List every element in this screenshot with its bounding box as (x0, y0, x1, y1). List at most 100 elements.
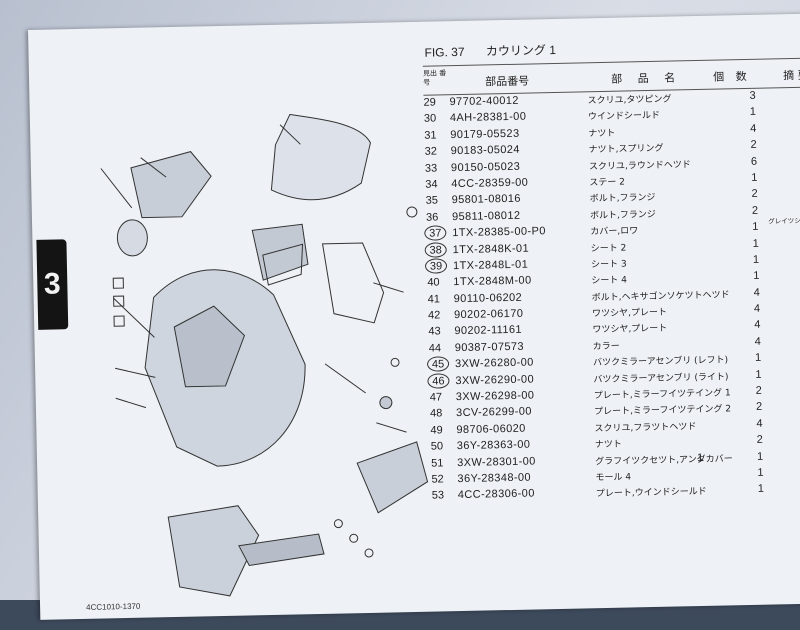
row-ref: 50 (430, 440, 444, 453)
row-qty: 4 (754, 335, 761, 348)
row-qty: 2 (750, 138, 757, 152)
row-part-name: シート 4 (591, 275, 628, 287)
row-part-no: 1TX-2848M-00 (453, 274, 532, 289)
row-ref: 43 (428, 325, 441, 339)
row-part-no: 3XW-26280-00 (454, 356, 534, 371)
row-part-no: 1TX-28385-00-P0 (452, 225, 546, 240)
row-ref: 53 (431, 489, 445, 503)
row-part-no: 36Y-28363-00 (456, 438, 531, 453)
row-part-name: ウインドシールド (587, 111, 661, 123)
row-qty: 2 (751, 204, 759, 217)
header-ref: 見出 番号 (422, 69, 447, 87)
row-part-no: 4CC-28306-00 (457, 487, 535, 502)
row-qty: 1 (755, 368, 762, 381)
exploded-parts-diagram (100, 113, 429, 597)
row-part-name: ボルト,フランジ (589, 193, 656, 205)
row-ref: 39 (424, 258, 448, 274)
header-remarks: 摘 要 (782, 68, 800, 83)
row-part-name: ワツシヤ,プレート (592, 324, 668, 336)
row-part-name: モール 4 (595, 472, 632, 484)
row-part-name: バツクミラーアセンブリ (ライト) (593, 372, 729, 385)
row-qty: 1 (752, 237, 759, 250)
row-qty: 4 (753, 302, 761, 315)
row-ref: 47 (429, 391, 443, 404)
header-qty: 個 数 (713, 69, 751, 84)
row-qty: 1 (757, 483, 765, 496)
row-qty: 1 (749, 106, 757, 119)
row-part-no: 95811-08012 (451, 209, 521, 223)
row-ref: 30 (423, 112, 437, 126)
figure-title: FIG. 37 カウリング 1 (424, 41, 574, 61)
row-ref: 41 (427, 293, 441, 306)
row-ref: 44 (428, 342, 442, 355)
row-part-no: 3XW-28301-00 (457, 455, 536, 469)
row-ref: 51 (431, 456, 444, 470)
row-qty: 4 (754, 319, 761, 332)
row-part-name: ステー 2 (589, 177, 626, 189)
row-qty: 3 (749, 89, 756, 102)
row-ref: 46 (427, 372, 450, 389)
row-ref: 29 (423, 96, 436, 109)
row-qty: 1 (752, 253, 760, 266)
row-ref: 35 (425, 194, 439, 208)
row-qty: 2 (755, 401, 763, 414)
row-part-no: 90150-05023 (450, 160, 521, 174)
row-qty: 4 (753, 286, 760, 299)
row-part-no: 95801-08016 (451, 193, 522, 207)
row-qty: 2 (756, 433, 763, 447)
row-part-name: ワツシヤ,プレート (591, 307, 668, 320)
row-qty: 4 (756, 417, 763, 430)
row-part-no: 90110-06202 (453, 291, 523, 305)
row-part-no: 90387-07573 (454, 340, 525, 354)
row-part-name: ナツト (594, 439, 622, 451)
row-part-name: プレート,ミラーフイツテイング 1 (593, 388, 731, 402)
row-part-no: 1TX-2848L-01 (452, 258, 529, 273)
row-ref: 31 (424, 129, 437, 142)
section-tab: 3 (36, 239, 69, 330)
row-ref: 45 (426, 356, 450, 372)
row-part-no: 1TX-2848K-01 (452, 242, 530, 256)
section-tab-number: 3 (43, 267, 62, 301)
row-ref: 42 (427, 309, 441, 322)
row-qty: 1 (752, 220, 759, 233)
row-qty: 1 (754, 351, 762, 365)
row-ref: 49 (430, 424, 443, 437)
row-remark: グレイツシユ ブルー メタリツク 1 (768, 216, 800, 226)
row-ref: 37 (424, 225, 447, 241)
row-part-name: スクリユ,タツピング (587, 94, 672, 107)
header-part-name: 部 品 名 (611, 71, 682, 86)
parts-table: 29 97702-40012 スクリユ,タツピング 3 30 4AH-28381-00 ウイ… (423, 87, 800, 505)
row-part-name: ナツト (588, 128, 616, 140)
row-qty: 2 (751, 188, 758, 201)
row-qty: 1 (753, 270, 760, 283)
row-part-name: カバー,ロワ (590, 226, 639, 238)
figure-label: FIG. 37 (424, 44, 465, 60)
row-ref: 33 (424, 162, 438, 175)
row-part-name: ボルト,ヘキサゴンソケツトヘツド (591, 290, 730, 303)
row-ref: 52 (431, 473, 444, 486)
row-part-name: シート 2 (590, 243, 627, 254)
parts-catalog-page: 3 (28, 13, 800, 620)
row-ref: 32 (424, 145, 438, 158)
row-part-name: ボルト,フランジ (589, 209, 656, 222)
row-ref: 38 (424, 241, 447, 258)
row-extra: 1 (696, 451, 704, 464)
row-part-name: プレート,ウインドシールド (595, 487, 707, 500)
row-part-no: 4AH-28381-00 (449, 110, 527, 125)
row-part-no: 3CV-26299-00 (456, 405, 532, 420)
row-ref: 40 (427, 276, 440, 289)
row-part-name: グラフイツクセツト,アンダカバー (595, 453, 733, 467)
row-part-name: カラー (592, 341, 620, 353)
row-ref: 48 (430, 407, 443, 421)
row-part-no: 97702-40012 (449, 94, 519, 109)
header-part-no: 部品番号 (485, 74, 530, 89)
row-ref: 36 (425, 211, 439, 224)
row-part-no: 90179-05523 (450, 127, 520, 141)
diagram-code: 4CC1010-1370 (86, 601, 141, 612)
row-ref: 34 (425, 178, 438, 191)
row-qty: 1 (751, 171, 758, 184)
row-part-no: 3XW-26298-00 (455, 389, 535, 404)
row-part-no: 90183-05024 (450, 143, 520, 158)
row-part-no: 90202-11161 (454, 324, 523, 338)
row-part-name: シート 3 (590, 259, 627, 271)
